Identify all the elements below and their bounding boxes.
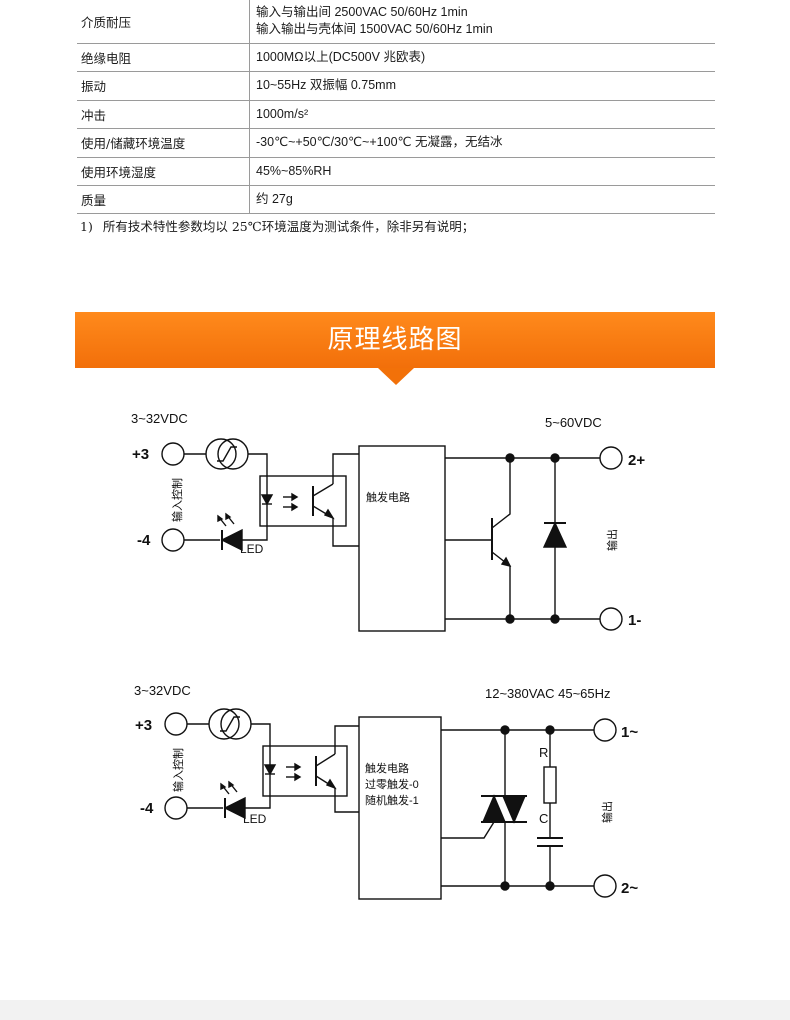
ac-current-source-icon: [208, 708, 240, 740]
dc-input-voltage: 3~32VDC: [131, 411, 188, 426]
table-row: 介质耐压 输入与输出间 2500VAC 50/60Hz 1min 输入输出与壳体…: [77, 0, 715, 44]
ac-output-side-label: 输出: [600, 801, 614, 823]
spec-value: 输入与输出间 2500VAC 50/60Hz 1min 输入输出与壳体间 150…: [249, 0, 715, 44]
ac-terminal-neg: [164, 796, 188, 820]
footnote-text: 所有技术特性参数均以 25℃环境温度为测试条件，除非另有说明；: [102, 219, 475, 234]
ac-trigger-label-3: 随机触发-1: [365, 793, 419, 807]
table-row: 冲击 1000m/s²: [77, 100, 715, 129]
table-row: 使用环境湿度 45%~85%RH: [77, 157, 715, 186]
ac-input-neg: -4: [140, 800, 154, 817]
ac-output-diagram: 3~32VDC +3 -4 输入控制 LED 触发电路: [134, 683, 638, 900]
footnote: 1) 所有技术特性参数均以 25℃环境温度为测试条件，除非另有说明；: [80, 216, 474, 235]
dc-led-icon: [220, 528, 243, 552]
section-banner: 原理线路图: [75, 312, 715, 368]
dc-optocoupler: [259, 475, 347, 527]
spec-value: 1000MΩ以上(DC500V 兆欧表): [249, 43, 715, 72]
table-row: 质量 约 27g: [77, 185, 715, 214]
dc-input-pos: +3: [132, 446, 149, 463]
dc-input-side-label: 输入控制: [170, 478, 184, 522]
spec-label: 振动: [77, 71, 250, 101]
spec-label: 使用环境湿度: [77, 157, 250, 186]
dc-input-neg: -4: [137, 532, 151, 549]
ac-input-side-label: 输入控制: [171, 748, 185, 792]
ac-terminal-1: [593, 718, 617, 742]
spec-value: 10~55Hz 双振幅 0.75mm: [249, 71, 715, 101]
ac-optocoupler: [262, 745, 348, 797]
section-title: 原理线路图: [327, 325, 463, 355]
ac-terminal-1-label: 1~: [621, 724, 638, 741]
ac-trigger-label-1: 触发电路: [365, 761, 409, 775]
ac-terminal-2-label: 2~: [621, 880, 638, 897]
spec-value: 1000m/s²: [249, 100, 715, 129]
dc-terminal-pos: [161, 442, 185, 466]
spec-value: -30℃~+50℃/30℃~+100℃ 无凝露，无结冰: [249, 128, 715, 158]
ac-c-label: C: [539, 811, 548, 826]
ac-led-icon: [223, 796, 246, 820]
dc-terminal-neg: [161, 528, 185, 552]
dc-output-voltage: 5~60VDC: [545, 415, 602, 430]
table-row: 绝缘电阻 1000MΩ以上(DC500V 兆欧表): [77, 43, 715, 72]
spec-label: 冲击: [77, 100, 250, 129]
spec-label: 介质耐压: [77, 0, 250, 44]
spec-value-line: 输入与输出间 2500VAC 50/60Hz 1min: [256, 5, 468, 20]
dc-terminal-1-minus: [599, 607, 623, 631]
ac-trigger-circuit: [358, 716, 442, 900]
table-row: 使用/储藏环境温度 -30℃~+50℃/30℃~+100℃ 无凝露，无结冰: [77, 128, 715, 158]
ac-input-voltage: 3~32VDC: [134, 683, 191, 698]
spec-value: 45%~85%RH: [249, 157, 715, 186]
ac-trigger-label-2: 过零触发-0: [365, 777, 419, 791]
ac-terminal-2: [593, 874, 617, 898]
ac-r-label: R: [539, 745, 548, 760]
ac-input-pos: +3: [135, 717, 152, 734]
spec-label: 绝缘电阻: [77, 43, 250, 72]
table-row: 振动 10~55Hz 双振幅 0.75mm: [77, 71, 715, 101]
spec-label: 质量: [77, 185, 250, 214]
footnote-number: 1): [80, 219, 93, 234]
dc-diode-icon: [542, 521, 568, 548]
spec-table: 介质耐压 输入与输出间 2500VAC 50/60Hz 1min 输入输出与壳体…: [77, 0, 715, 214]
dc-current-source-icon: [205, 438, 237, 470]
ac-led-label: LED: [243, 812, 267, 826]
dc-output-pos: 2+: [628, 452, 645, 469]
ac-triac-icon: [481, 794, 507, 823]
dc-output-side-label: 输出: [605, 529, 619, 551]
bottom-strip: [0, 1000, 790, 1020]
spec-value: 约 27g: [249, 185, 715, 214]
dc-output-diagram: 3~32VDC +3 -4 输入控制 LED: [131, 411, 645, 632]
spec-label: 使用/储藏环境温度: [77, 128, 250, 158]
ac-output-voltage: 12~380VAC 45~65Hz: [485, 686, 611, 701]
ac-terminal-pos: [164, 712, 188, 736]
dc-terminal-2-plus: [599, 446, 623, 470]
ac-resistor-icon: [543, 766, 557, 804]
dc-trigger-circuit: [358, 445, 446, 632]
banner-arrow-icon: [378, 368, 414, 385]
dc-led-label: LED: [240, 542, 264, 556]
spec-value-line: 输入输出与壳体间 1500VAC 50/60Hz 1min: [256, 22, 493, 37]
dc-trigger-label: 触发电路: [366, 490, 410, 504]
dc-output-neg: 1-: [628, 612, 641, 629]
